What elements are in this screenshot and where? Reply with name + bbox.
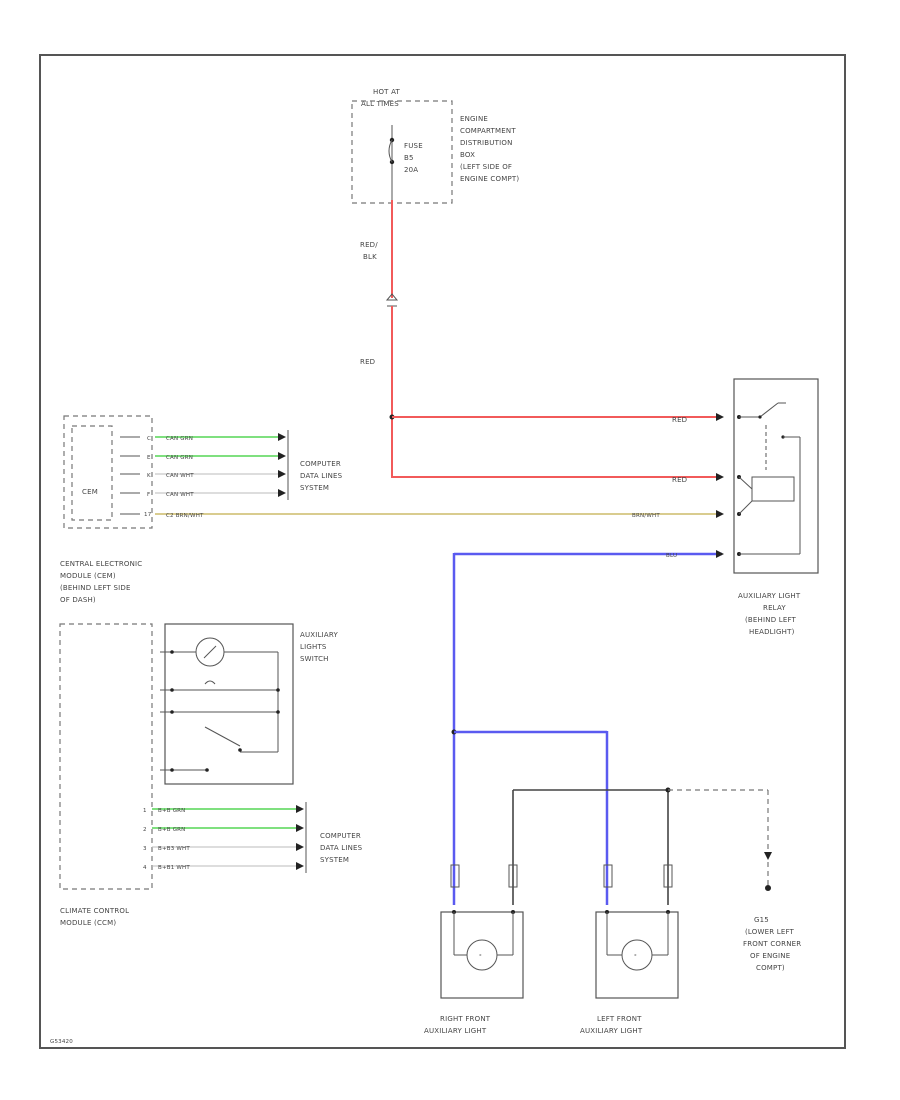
cem-pin-1: E [147,455,151,461]
cem-data-lines-1: DATA LINES [300,472,343,480]
auxiliary-lights-switch: AUXILIARY LIGHTS SWITCH [160,623,339,785]
ground-label-2: FRONT CORNER [743,940,801,948]
switch-label-0: AUXILIARY [300,631,339,639]
ground-circuit: G15 (LOWER LEFT FRONT CORNER OF ENGINE C… [512,787,801,972]
left-front-auxiliary-light: ° LEFT FRONT AUXILIARY LIGHT [580,864,679,1035]
wire-label-relay-red-2: RED [672,476,687,484]
right-light-label-0: RIGHT FRONT [440,1015,491,1023]
cem-location-1: MODULE (CEM) [60,572,116,580]
ccm-pin-2: 3 [143,846,147,852]
cem-pin-2: K [147,473,151,479]
ccm-pin-0: 1 [143,808,147,814]
fuse-rating: 20A [404,166,418,174]
wire-label-red-blk-1: RED/ [360,241,378,249]
relay-label-3: HEADLIGHT) [749,628,795,636]
auxiliary-light-relay: AUXILIARY LIGHT RELAY (BEHIND LEFT HEADL… [733,378,819,636]
blu-circuit: BLU [451,550,724,905]
ccm-pin-1: 2 [143,827,147,833]
wire-label-relay-red-1: RED [672,416,687,424]
ccm-wire-label-1: B+B GRN [158,827,186,833]
right-light-label-1: AUXILIARY LIGHT [424,1027,487,1035]
relay-label-1: RELAY [763,604,786,612]
climate-control-module: 1 2 3 4 B+B GRN B+B GRN B+B3 WHT B+B1 WH… [59,623,363,927]
relay-label-0: AUXILIARY LIGHT [738,592,801,600]
cem-location-2: (BEHIND LEFT SIDE [60,584,131,592]
fuse-label: FUSE [404,142,423,150]
ground-label-1: (LOWER LEFT [745,928,795,936]
wire-label-brn-wht: BRN/WHT [632,513,660,519]
fuse-block: HOT AT ALL TIMES FUSE B5 20A ENGINE COMP… [351,88,519,204]
ccm-data-lines-2: SYSTEM [320,856,349,864]
red-circuit: RED/ BLK RED RED RED [360,200,724,484]
cem-wire-label-1: CAN GRN [166,455,193,461]
fuse-location-5: ENGINE COMPT) [460,175,519,183]
ccm-location-1: MODULE (CCM) [60,919,116,927]
ccm-pin-3: 4 [143,865,147,871]
cem-data-lines-2: SYSTEM [300,484,329,492]
fuse-number: B5 [404,154,414,162]
wire-label-red: RED [360,358,375,366]
ground-label-4: COMPT) [756,964,785,972]
cem-label: CEM [82,488,98,496]
ground-label-3: OF ENGINE [750,952,790,960]
cem-wire-label-4: C2 BRN/WHT [166,513,204,519]
ccm-data-lines-1: DATA LINES [320,844,363,852]
fuse-hot-label: HOT AT [373,88,401,96]
diagram-code: G53420 [50,1039,73,1045]
wire-label-red-blk-2: BLK [363,253,377,261]
ccm-wire-label-0: B+B GRN [158,808,186,814]
diagram-frame [39,54,846,1049]
brn-wht-circuit: C2 BRN/WHT BRN/WHT [155,510,724,519]
fuse-location-0: ENGINE [460,115,488,123]
cem-pins: C E K F 17 [144,436,152,518]
fuse-location-4: (LEFT SIDE OF [460,163,512,171]
cem-wire-label-2: CAN WHT [166,473,194,479]
ccm-location-0: CLIMATE CONTROL [60,907,129,915]
switch-label-1: LIGHTS [300,643,327,651]
relay-label-2: (BEHIND LEFT [745,616,797,624]
ground-label-0: G15 [754,916,769,924]
cem-wire-label-0: CAN GRN [166,436,193,442]
cem-pin-0: C [147,436,151,442]
cem-location-0: CENTRAL ELECTRONIC [60,560,142,568]
fuse-location-1: COMPARTMENT [460,127,516,135]
cem-data-lines-0: COMPUTER [300,460,341,468]
fuse-location-3: BOX [460,151,475,159]
ccm-wire-label-2: B+B3 WHT [158,846,190,852]
cem-pin-3: F [147,492,150,498]
cem-wire-label-3: CAN WHT [166,492,194,498]
fuse-hot-label-2: ALL TIMES [361,100,399,108]
svg-text:°: ° [479,954,482,960]
wire-label-blu: BLU [666,553,677,559]
cem-location-3: OF DASH) [60,596,96,604]
central-electronic-module: CEM C E K F 17 CAN GRN CAN GRN CAN WHT C… [60,415,343,604]
right-front-auxiliary-light: ° RIGHT FRONT AUXILIARY LIGHT [424,864,524,1035]
ccm-data-lines-0: COMPUTER [320,832,361,840]
left-light-label-0: LEFT FRONT [597,1015,642,1023]
ccm-wire-label-3: B+B1 WHT [158,865,190,871]
left-light-label-1: AUXILIARY LIGHT [580,1027,643,1035]
cem-pin-4: 17 [144,512,152,518]
fuse-location-2: DISTRIBUTION [460,139,513,147]
svg-text:°: ° [634,954,637,960]
switch-label-2: SWITCH [300,655,329,663]
